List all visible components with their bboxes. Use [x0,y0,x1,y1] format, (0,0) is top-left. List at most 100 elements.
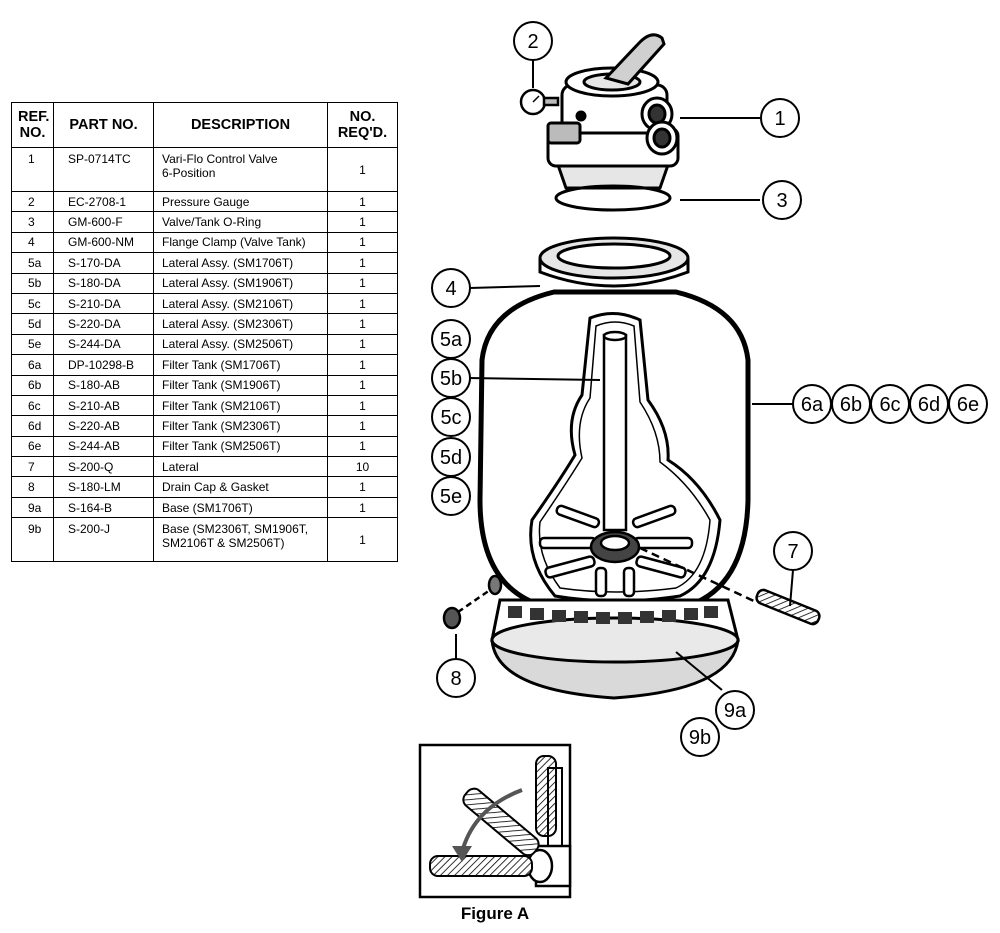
description-line: Lateral Assy. (SM1906T) [162,276,294,291]
callout-2: 2 [513,21,553,61]
callout-label: 6d [918,394,940,416]
part-no-cell: EC-2708-1 [53,190,154,213]
part-no-cell: S-170-DA [53,252,154,274]
callout-1: 1 [760,98,800,138]
callout-6b: 6b [831,384,871,424]
description-line: Filter Tank (SM2106T) [162,398,281,413]
figure-a-inset [418,743,572,899]
callout-5c: 5c [431,397,471,437]
callout-circle [431,268,471,308]
callout-circle [436,658,476,698]
header-ref-no: REF. NO. [11,102,54,148]
callout-6a: 6a [792,384,832,424]
callout-circle [760,98,800,138]
control-valve [546,33,680,190]
valve-tank-o-ring [554,184,672,212]
description-cell: Filter Tank (SM2106T) [153,394,328,417]
callout-5d: 5d [431,437,471,477]
header-description: DESCRIPTION [153,102,328,148]
description-cell: Valve/Tank O-Ring [153,211,328,233]
ref-no-cell: 1 [11,147,54,192]
description-line: Flange Clamp (Valve Tank) [162,235,306,250]
description-cell: Filter Tank (SM1906T) [153,374,328,396]
callout-6d: 6d [909,384,949,424]
callout-label: 4 [445,278,456,300]
callout-label: 5c [440,407,461,429]
callout-label: 2 [527,31,538,53]
qty-cell: 1 [327,147,398,192]
ref-no-cell: 5d [11,313,54,335]
callout-3: 3 [762,180,802,220]
callout-label: 6c [879,394,900,416]
callout-label: 9b [689,727,711,749]
callout-label: 6b [840,394,862,416]
callout-6c: 6c [870,384,910,424]
description-line: Filter Tank (SM2306T) [162,418,281,433]
callout-6e: 6e [948,384,988,424]
figure-a-caption: Figure A [461,904,529,923]
qty-cell: 1 [327,517,398,563]
callout-8: 8 [436,658,476,698]
part-no-cell: S-200-J [53,517,154,563]
ref-no-cell: 5b [11,272,54,294]
callout-label: 3 [776,190,787,212]
callout-label: 5d [440,447,462,469]
description-line: Lateral [162,459,199,474]
callout-5b: 5b [431,358,471,398]
ref-no-cell: 6b [11,374,54,396]
description-line: Lateral Assy. (SM2106T) [162,296,294,311]
callout-label: 1 [774,108,785,130]
description-cell: Lateral Assy. (SM2306T) [153,313,328,335]
callout-circle [680,717,720,757]
description-line: Base (SM1706T) [162,500,253,515]
description-line: Lateral Assy. (SM2506T) [162,337,294,352]
callout-5e: 5e [431,476,471,516]
description-line: Pressure Gauge [162,194,250,209]
header-part-no: PART NO. [53,102,154,148]
description-line: Filter Tank (SM1706T) [162,357,281,372]
callout-label: 7 [787,541,798,563]
callout-label: 5b [440,368,462,390]
description-line: SM2106T & SM2506T) [162,536,285,551]
callout-4: 4 [431,268,471,308]
callout-label: 9a [724,700,747,722]
callout-label: 6e [957,394,979,416]
callout-circle [948,384,988,424]
qty-cell: 10 [327,456,398,478]
callout-circle [431,397,471,437]
header-no-reqd: NO. REQ'D. [327,102,398,148]
description-line: 6-Position [162,166,216,180]
description-cell: Flange Clamp (Valve Tank) [153,231,328,254]
description-line: Filter Tank (SM1906T) [162,378,281,393]
filter-base [490,598,740,700]
callout-labels: 2 1 3 4 5a 5b 5c 5d 5e 6a 6b 6c 6d 6e 7 8 9a 9b [431,21,988,757]
part-no-cell: S-164-B [53,496,154,519]
description-line: Valve/Tank O-Ring [162,215,262,230]
callout-label: 5a [440,329,463,351]
callout-9a: 9a [715,690,755,730]
callout-9b: 9b [680,717,720,757]
callout-label: 5e [440,486,462,508]
drain-cap [442,574,503,630]
part-no-cell: SP-0714TC [53,147,154,192]
callout-5a: 5a [431,319,471,359]
parts-table-header: REF. NO. PART NO. DESCRIPTION NO. REQ'D. [11,102,398,148]
description-line: Filter Tank (SM2506T) [162,439,281,454]
description-line: Drain Cap & Gasket [162,480,269,495]
callout-circle [773,531,813,571]
qty-cell: 1 [327,231,398,254]
callout-7: 7 [773,531,813,571]
description-cell: Base (SM2306T, SM1906T,SM2106T & SM2506T… [153,517,328,563]
description-line: Vari-Flo Control Valve [162,152,278,166]
